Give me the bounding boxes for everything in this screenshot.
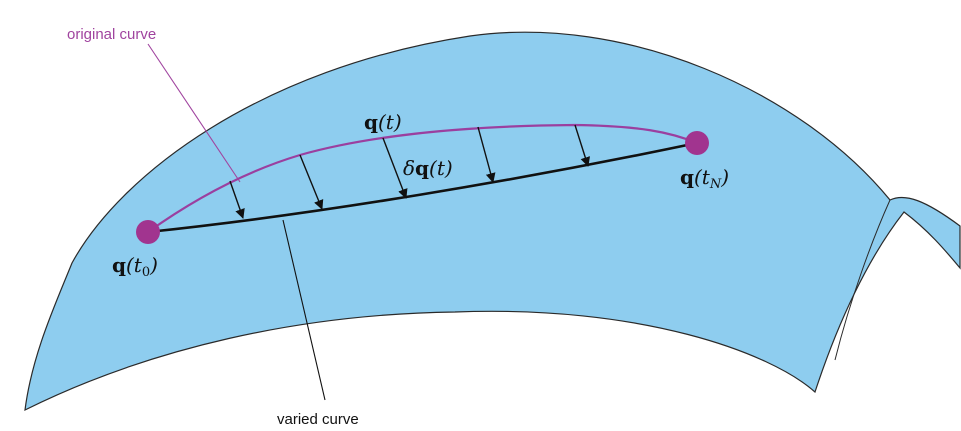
original-curve-leader <box>147 43 241 183</box>
original-curve <box>147 123 698 233</box>
q-t-label: q(t) <box>364 110 402 134</box>
variation-arrow-4 <box>477 126 496 183</box>
varied-curve-leader <box>282 219 326 401</box>
original-curve-label: original curve <box>67 26 156 43</box>
surface-patch <box>24 31 961 412</box>
delta-q-t-label: δq(t) <box>403 156 453 180</box>
end-point <box>685 131 709 155</box>
variation-arrow-1 <box>229 180 245 219</box>
variation-arrow-2 <box>299 154 324 210</box>
varied-curve <box>147 141 698 234</box>
variation-arrow-3 <box>382 137 408 199</box>
varied-curve-label: varied curve <box>277 411 359 428</box>
q-t0-label: q(t0) <box>112 253 158 280</box>
variation-arrow-5 <box>574 124 591 167</box>
q-tN-label: q(tN) <box>680 165 729 192</box>
surface-fold-edge <box>834 199 891 361</box>
start-point <box>136 220 160 244</box>
